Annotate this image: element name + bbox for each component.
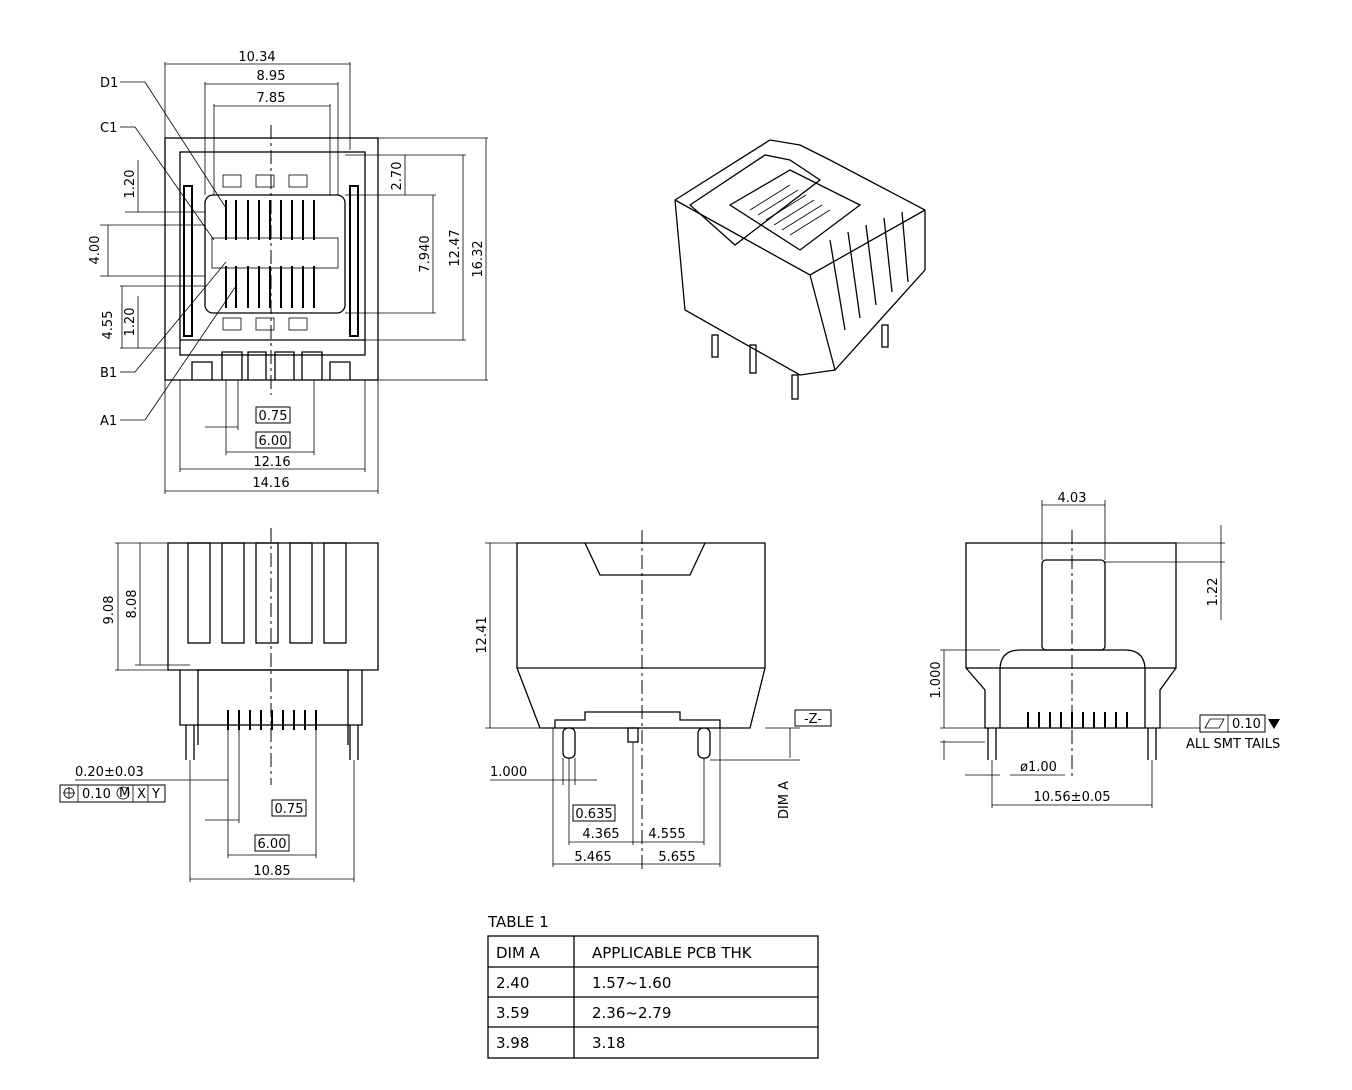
- table-cell: 3.18: [592, 1034, 625, 1052]
- callout-b1: B1: [100, 366, 117, 381]
- dim-16-32: 16.32: [471, 240, 486, 277]
- table-header-dim-a: DIM A: [496, 944, 541, 962]
- dim-4-03: 4.03: [1058, 491, 1087, 506]
- fcf-tolerance: 0.10: [82, 787, 111, 802]
- dim-1-20-top: 1.20: [123, 170, 138, 199]
- side-body: [516, 542, 766, 729]
- dim-12-16: 12.16: [253, 455, 290, 470]
- dim-8-95: 8.95: [257, 69, 286, 84]
- dim-1-22: 1.22: [1206, 578, 1221, 607]
- dim-4-555: 4.555: [648, 827, 685, 842]
- table-title: TABLE 1: [487, 913, 549, 931]
- front-view: 9.08 8.08 0.20±0.03 0.10 M X Y 0.75 6.00…: [59, 528, 379, 882]
- iso-view: [674, 139, 926, 400]
- right-view: 4.03 1.22 1.000 0.10 ALL SMT TAILS ø1.00…: [929, 491, 1280, 808]
- callout-a1: A1: [100, 414, 117, 429]
- top-feet: [191, 351, 351, 380]
- top-inner-outline: [179, 151, 366, 356]
- dim-4-55: 4.55: [101, 311, 116, 340]
- top-pads: [222, 174, 308, 331]
- hole-diameter: ø1.00: [1020, 760, 1057, 775]
- dim-5-465: 5.465: [574, 850, 611, 865]
- dim-9-08: 9.08: [102, 596, 117, 625]
- top-center-key: [211, 237, 339, 269]
- dim-0-20-tol: 0.20±0.03: [75, 765, 144, 780]
- dim-12-47: 12.47: [448, 229, 463, 266]
- left-latch: [183, 185, 193, 337]
- dim-7-940: 7.940: [418, 235, 433, 272]
- dim-0-75-top: 0.75: [259, 409, 288, 424]
- fcf-datum-x: X: [137, 787, 146, 802]
- front-fcf: 0.10 M X Y: [59, 784, 166, 803]
- iso-outline: [674, 139, 926, 376]
- table-cell: 1.57~1.60: [592, 974, 671, 992]
- dim-5-655: 5.655: [658, 850, 695, 865]
- dim-1-000-side: 1.000: [490, 765, 527, 780]
- dim-7-85: 7.85: [257, 91, 286, 106]
- dim-4-00: 4.00: [88, 236, 103, 265]
- all-smt-tails: ALL SMT TAILS: [1186, 737, 1280, 752]
- right-body: [965, 542, 1177, 669]
- dim-6-00-front: 6.00: [258, 837, 287, 852]
- side-view: 12.41 -Z- DIM A 1.000 0.635 4.365 4.555 …: [475, 530, 832, 870]
- dim-14-16: 14.16: [252, 476, 289, 491]
- dim-10-56: 10.56±0.05: [1033, 790, 1110, 805]
- table-1: TABLE 1 DIM A APPLICABLE PCB THK 2.40 1.…: [487, 913, 819, 1059]
- fcf-m-modifier: M: [119, 786, 130, 801]
- top-cavity: [204, 194, 346, 314]
- table-cell: 2.36~2.79: [592, 1004, 671, 1022]
- callout-d1: D1: [100, 76, 118, 91]
- datum-z: -Z-: [804, 712, 822, 727]
- dim-2-70: 2.70: [390, 162, 405, 191]
- flatness-triangle: [1268, 719, 1280, 729]
- dim-0-635: 0.635: [575, 807, 612, 822]
- dim-a-label: DIM A: [777, 781, 792, 819]
- iso-ribs: [829, 211, 909, 331]
- front-smt-tails: [227, 710, 317, 730]
- dim-6-00-top: 6.00: [259, 434, 288, 449]
- iso-cavity: [728, 169, 862, 251]
- table-cell: 2.40: [496, 974, 529, 992]
- dim-8-08: 8.08: [125, 590, 140, 619]
- right-latch: [349, 185, 359, 337]
- table-cell: 3.98: [496, 1034, 529, 1052]
- dim-1-20-bot: 1.20: [123, 308, 138, 337]
- dim-4-365: 4.365: [582, 827, 619, 842]
- iso-pins: [711, 324, 889, 400]
- dim-0-75-front: 0.75: [275, 802, 304, 817]
- flatness-value: 0.10: [1232, 717, 1261, 732]
- table-header-pcb-thk: APPLICABLE PCB THK: [592, 944, 753, 962]
- callout-c1: C1: [100, 121, 117, 136]
- table-cell: 3.59: [496, 1004, 529, 1022]
- top-contacts: [225, 200, 315, 308]
- top-view: 10.34 8.95 7.85 2.70 7.940 12.47 16.32 1…: [88, 50, 488, 494]
- fcf-datum-y: Y: [151, 787, 160, 802]
- dim-10-34: 10.34: [238, 50, 275, 65]
- right-smt-tails: [1027, 712, 1128, 728]
- dim-10-85: 10.85: [253, 864, 290, 879]
- dim-1-000-right: 1.000: [929, 661, 944, 698]
- dim-12-41: 12.41: [475, 616, 490, 653]
